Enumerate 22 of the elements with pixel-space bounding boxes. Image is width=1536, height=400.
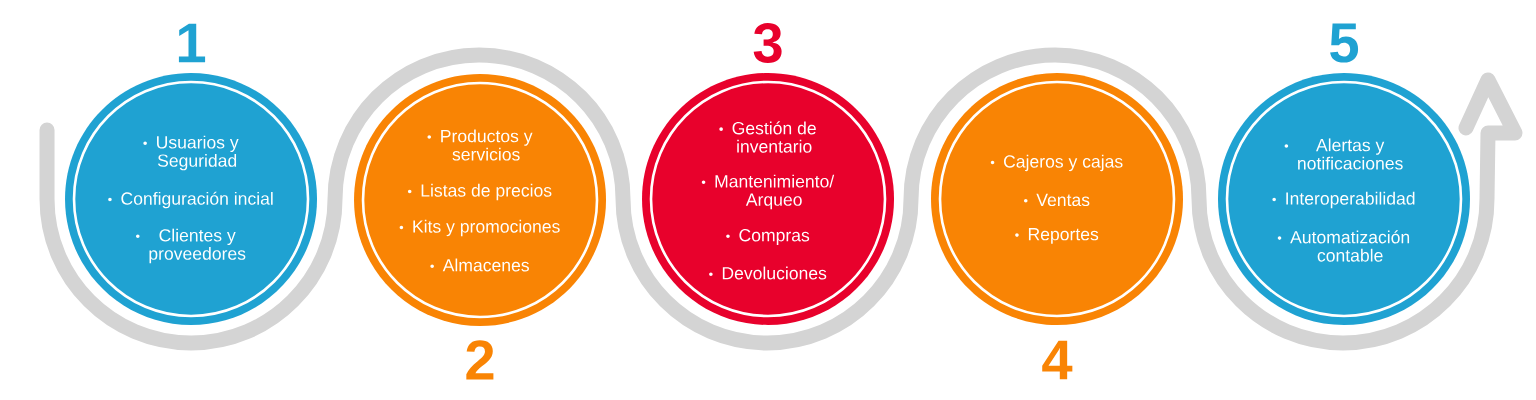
list-item: Almacenes (442, 258, 529, 272)
list-item: Mantenimiento/ Arqueo (715, 174, 835, 210)
step-number: 2 (466, 340, 494, 380)
list-item: Ventas (1036, 193, 1090, 207)
list-item: Listas de precios (421, 183, 552, 201)
list-item: Clientes y proveedores (149, 228, 246, 264)
step-number: 1 (178, 23, 206, 63)
list-item: Devoluciones (722, 266, 827, 280)
list-item: Alertas y notificaciones (1298, 138, 1403, 170)
list-item: Usuarios y Seguridad (157, 135, 239, 171)
list-item: Automatización contable (1290, 230, 1410, 262)
step-number: 4 (1042, 340, 1073, 380)
list-item: Gestión de inventario (732, 121, 816, 153)
list-item: Productos y servicios (441, 129, 533, 161)
list-item: Cajeros y cajas (1004, 154, 1123, 172)
list-item: Interoperabilidad (1286, 191, 1415, 209)
list-item: Kits y promociones (413, 219, 560, 237)
step-number: 3 (753, 23, 782, 63)
list-item: Compras (739, 229, 810, 245)
list-item: Reportes (1028, 228, 1099, 244)
list-item: Configuración incial (121, 191, 273, 209)
step-number: 5 (1330, 23, 1359, 63)
